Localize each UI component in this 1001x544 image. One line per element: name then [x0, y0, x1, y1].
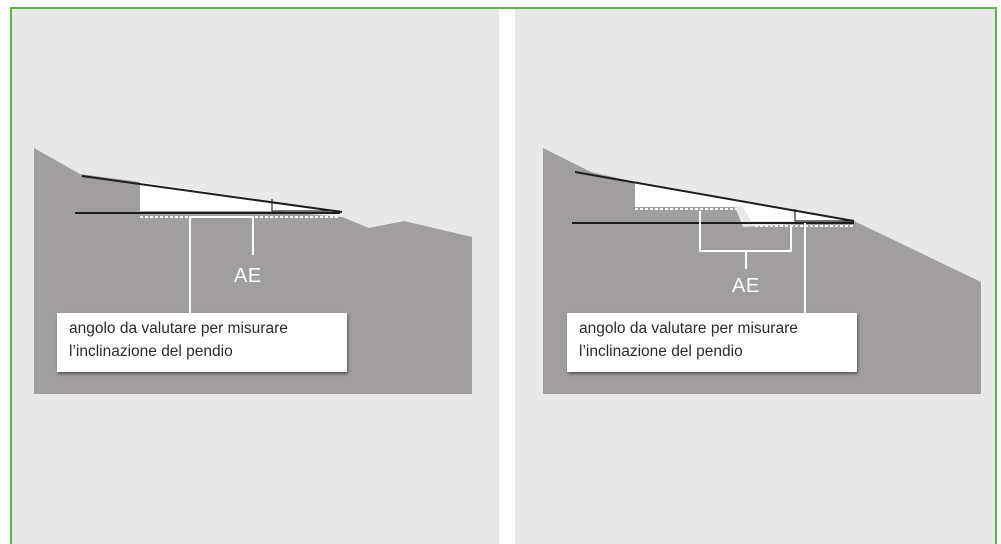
left-slope-diagram: AE angolo da valutare per misurare l’inc… — [12, 9, 499, 544]
ae-label: AE — [732, 275, 760, 297]
vertex-bracket — [794, 209, 854, 222]
ae-bracket — [189, 216, 254, 322]
caption-box: angolo da valutare per misurare l’inclin… — [567, 313, 857, 372]
inclination-line — [574, 171, 855, 222]
caption-box: angolo da valutare per misurare l’inclin… — [57, 313, 347, 372]
panel-separator — [499, 9, 515, 544]
snow-wedge — [140, 182, 340, 211]
figure-frame: AE angolo da valutare per misurare l’inc… — [10, 7, 997, 544]
inclination-line — [81, 175, 343, 213]
ae-label: AE — [234, 265, 262, 287]
caption-line-2: l’inclinazione del pendio — [579, 343, 743, 360]
caption-line-2: l’inclinazione del pendio — [69, 343, 233, 360]
right-slope-diagram: AE angolo da valutare per misurare l’inc… — [515, 9, 995, 544]
caption-line-1: angolo da valutare per misurare — [69, 320, 288, 337]
caption-line-1: angolo da valutare per misurare — [579, 320, 798, 337]
